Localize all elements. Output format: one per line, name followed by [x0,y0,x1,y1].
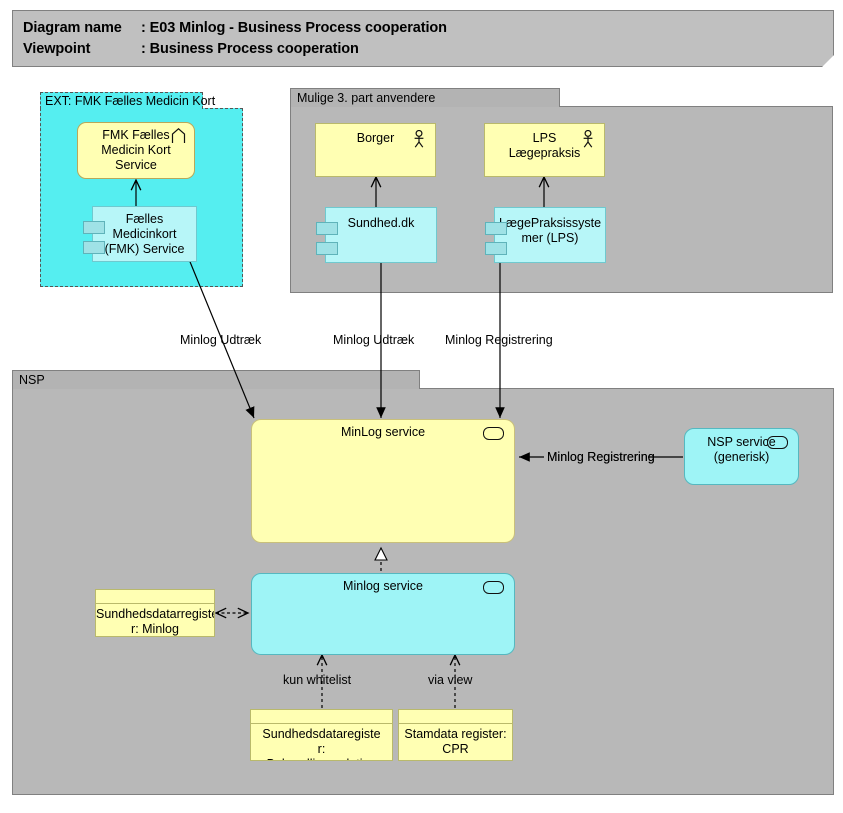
group-third-party-label: Mulige 3. part anvendere [290,88,560,107]
business-actor-icon [583,130,593,148]
node-faelles-medicinkort-fmk-service[interactable]: Fælles Medicinkort (FMK) Service [83,206,197,262]
group-ext-fmk-label: EXT: FMK Fælles Medicin Kort [40,92,215,109]
diagram-name-label: Diagram name [23,20,122,36]
node-sundhedsdataregister-behandlingsrelation[interactable]: Sundhedsdataregiste r: Behandlingsrelati… [250,709,393,761]
edge-label-via-view: via view [428,673,473,687]
node-stamdata-register-cpr[interactable]: Stamdata register: CPR [398,709,513,761]
edge-label-kun-whitelist: kun whitelist [283,673,352,687]
node-minlog-service-application[interactable]: MinLog service [251,419,515,543]
node-nsp-service-generisk-label: NSP service (generisk) [707,435,776,464]
node-laegepraksissystemer-lps[interactable]: LægePraksissyste mer (LPS) [485,207,606,263]
viewpoint-line: Viewpoint: Business Process cooperation [23,41,359,57]
diagram-name-value: E03 Minlog - Business Process cooperatio… [149,20,447,36]
group-nsp-label: NSP [12,370,420,389]
node-laegepraksissystemer-lps-label: LægePraksissyste mer (LPS) [498,216,602,245]
component-icon-tab-upper [485,222,507,235]
node-sundhedsdataregister-minlog[interactable]: Sundhedsdatarregiste r: Minlog [95,589,215,637]
node-stamdata-register-cpr-label: Stamdata register: CPR [404,727,507,756]
node-sundhedsdataregister-behandlingsrelation-label: Sundhedsdataregiste r: Behandlingsrelati… [262,727,381,760]
diagram-name-line: Diagram name: E03 Minlog - Business Proc… [23,20,447,36]
component-icon-tab-upper [316,222,338,235]
node-borger[interactable]: Borger [315,123,436,177]
viewpoint-separator: : [141,41,150,57]
node-lps-laegepraksis[interactable]: LPS Lægepraksis [484,123,605,177]
node-minlog-service-application-label: MinLog service [340,425,426,439]
viewpoint-value: Business Process cooperation [149,41,359,57]
component-icon-tab-lower [83,241,105,254]
object-header-band [96,590,214,604]
component-icon-tab-lower [485,242,507,255]
edge-label-minlog-udtraek-sundhed: Minlog Udtræk [333,333,415,347]
node-fmk-faelles-medicin-kort-service[interactable]: FMK Fælles Medicin Kort Service [77,122,195,179]
node-sundhedsdataregister-minlog-label: Sundhedsdatarregiste r: Minlog [96,607,215,636]
business-actor-icon [414,130,424,148]
service-icon [483,581,504,594]
node-lps-laegepraksis-label: LPS Lægepraksis [508,131,581,160]
node-sundhed-dk[interactable]: Sundhed.dk [316,207,437,263]
diagram-title-note: Diagram name: E03 Minlog - Business Proc… [12,10,834,67]
node-sundhed-dk-label: Sundhed.dk [347,216,415,230]
node-minlog-service-technology[interactable]: Minlog service [251,573,515,655]
diagram-name-separator: : [141,20,150,36]
node-minlog-service-technology-label: Minlog service [343,579,423,593]
edge-label-minlog-registrering-lps: Minlog Registrering [445,333,553,347]
business-process-chevron-icon [171,128,186,143]
object-header-band [251,710,392,724]
service-icon [767,436,788,449]
node-nsp-service-generisk[interactable]: NSP service (generisk) [684,428,799,485]
service-icon [483,427,504,440]
component-icon-tab-upper [83,221,105,234]
node-borger-label: Borger [356,131,395,145]
edge-label-minlog-udtraek-fmk: Minlog Udtræk [180,333,262,347]
edge-label-minlog-registrering-nsp: Minlog Registrering [547,450,655,464]
node-faelles-medicinkort-fmk-service-label: Fælles Medicinkort (FMK) Service [104,211,185,256]
object-header-band [399,710,512,724]
node-fmk-faelles-medicin-kort-service-label: FMK Fælles Medicin Kort Service [101,128,171,172]
component-icon-tab-lower [316,242,338,255]
viewpoint-label: Viewpoint [23,41,91,57]
